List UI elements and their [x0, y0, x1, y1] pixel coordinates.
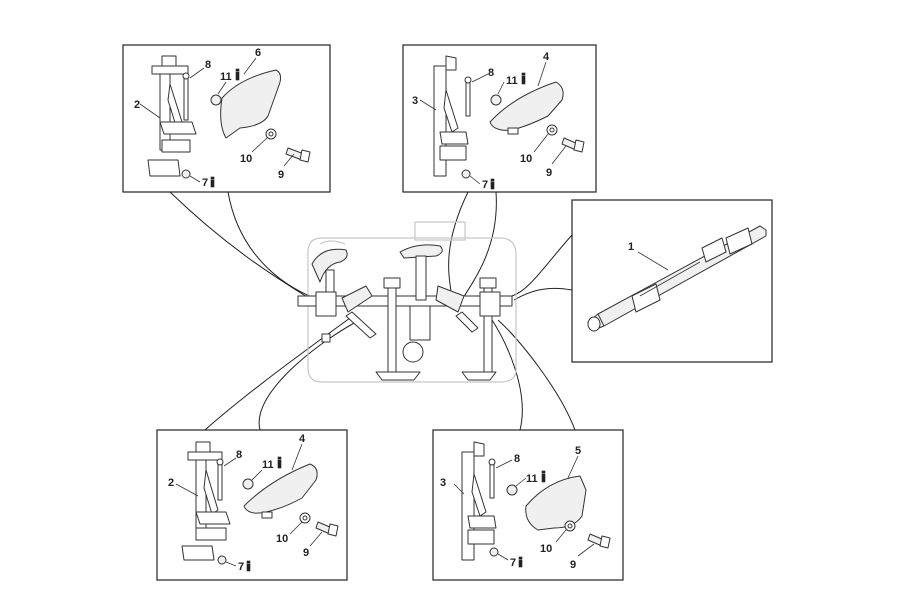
nut-11	[242, 478, 254, 490]
nut-7	[489, 547, 499, 557]
callout-9: 9	[546, 167, 552, 179]
callout-8: 8	[488, 67, 494, 79]
callout-10: 10	[520, 153, 532, 165]
detail-box-bottom-right: 3 8 5 11 10 9 7	[432, 429, 624, 581]
callout-8: 8	[205, 59, 211, 71]
callout-9: 9	[278, 169, 284, 181]
callout-5: 5	[575, 445, 581, 457]
info-icon	[210, 176, 215, 188]
nut-7	[461, 169, 471, 179]
callout-10: 10	[240, 153, 252, 165]
callout-3: 3	[440, 477, 446, 489]
callout-7: 7	[202, 177, 208, 189]
bracket-part	[433, 55, 469, 177]
info-icon	[521, 72, 526, 85]
bolt-8	[183, 77, 189, 121]
bolt-8	[465, 81, 471, 117]
info-icon	[235, 68, 240, 81]
callout-4: 4	[299, 433, 306, 445]
detail-box-top-right: 3 8 4 11 10 9 7	[402, 44, 597, 193]
callout-2: 2	[134, 99, 140, 111]
callout-8: 8	[514, 453, 520, 465]
callout-7: 7	[510, 557, 516, 569]
callout-7: 7	[238, 561, 244, 573]
seat-cover	[489, 81, 564, 131]
callout-10: 10	[276, 533, 288, 545]
callout-7: 7	[482, 179, 488, 191]
callout-1: 1	[628, 241, 634, 253]
nut-11	[210, 94, 222, 106]
seat-cover	[220, 69, 282, 139]
shaft-part	[587, 225, 767, 332]
info-icon	[518, 556, 523, 568]
callout-2: 2	[168, 477, 174, 489]
callout-4: 4	[543, 51, 550, 63]
bolt-8	[217, 463, 223, 501]
nut-7	[217, 555, 227, 565]
detail-box-right: 1	[571, 199, 773, 363]
callout-9: 9	[570, 559, 576, 571]
detail-box-top-left: 2 8 6 11 10 9 7	[122, 44, 331, 193]
bracket-part	[461, 441, 497, 561]
callout-11: 11	[506, 75, 518, 87]
callout-11: 11	[220, 71, 232, 83]
callout-3: 3	[412, 95, 418, 107]
nut-11	[506, 484, 518, 496]
seat-cover	[243, 463, 318, 514]
callout-11: 11	[526, 473, 538, 485]
callout-9: 9	[303, 547, 309, 559]
callout-8: 8	[236, 449, 242, 461]
nut-11	[490, 94, 502, 106]
info-icon	[490, 178, 495, 190]
info-icon	[277, 456, 282, 469]
right-seat	[399, 244, 443, 259]
callout-6: 6	[255, 47, 261, 59]
callout-11: 11	[262, 459, 274, 471]
callout-10: 10	[540, 543, 552, 555]
info-icon	[246, 560, 251, 572]
central-assembly	[297, 221, 517, 383]
bolt-8	[489, 463, 495, 499]
info-icon	[541, 470, 546, 483]
bracket-part	[181, 441, 231, 561]
connector-lines	[169, 191, 576, 431]
detail-box-bottom-left: 2 8 4 11 10 9 7	[156, 429, 348, 581]
bracket-part	[147, 55, 197, 177]
nut-7	[181, 169, 191, 179]
